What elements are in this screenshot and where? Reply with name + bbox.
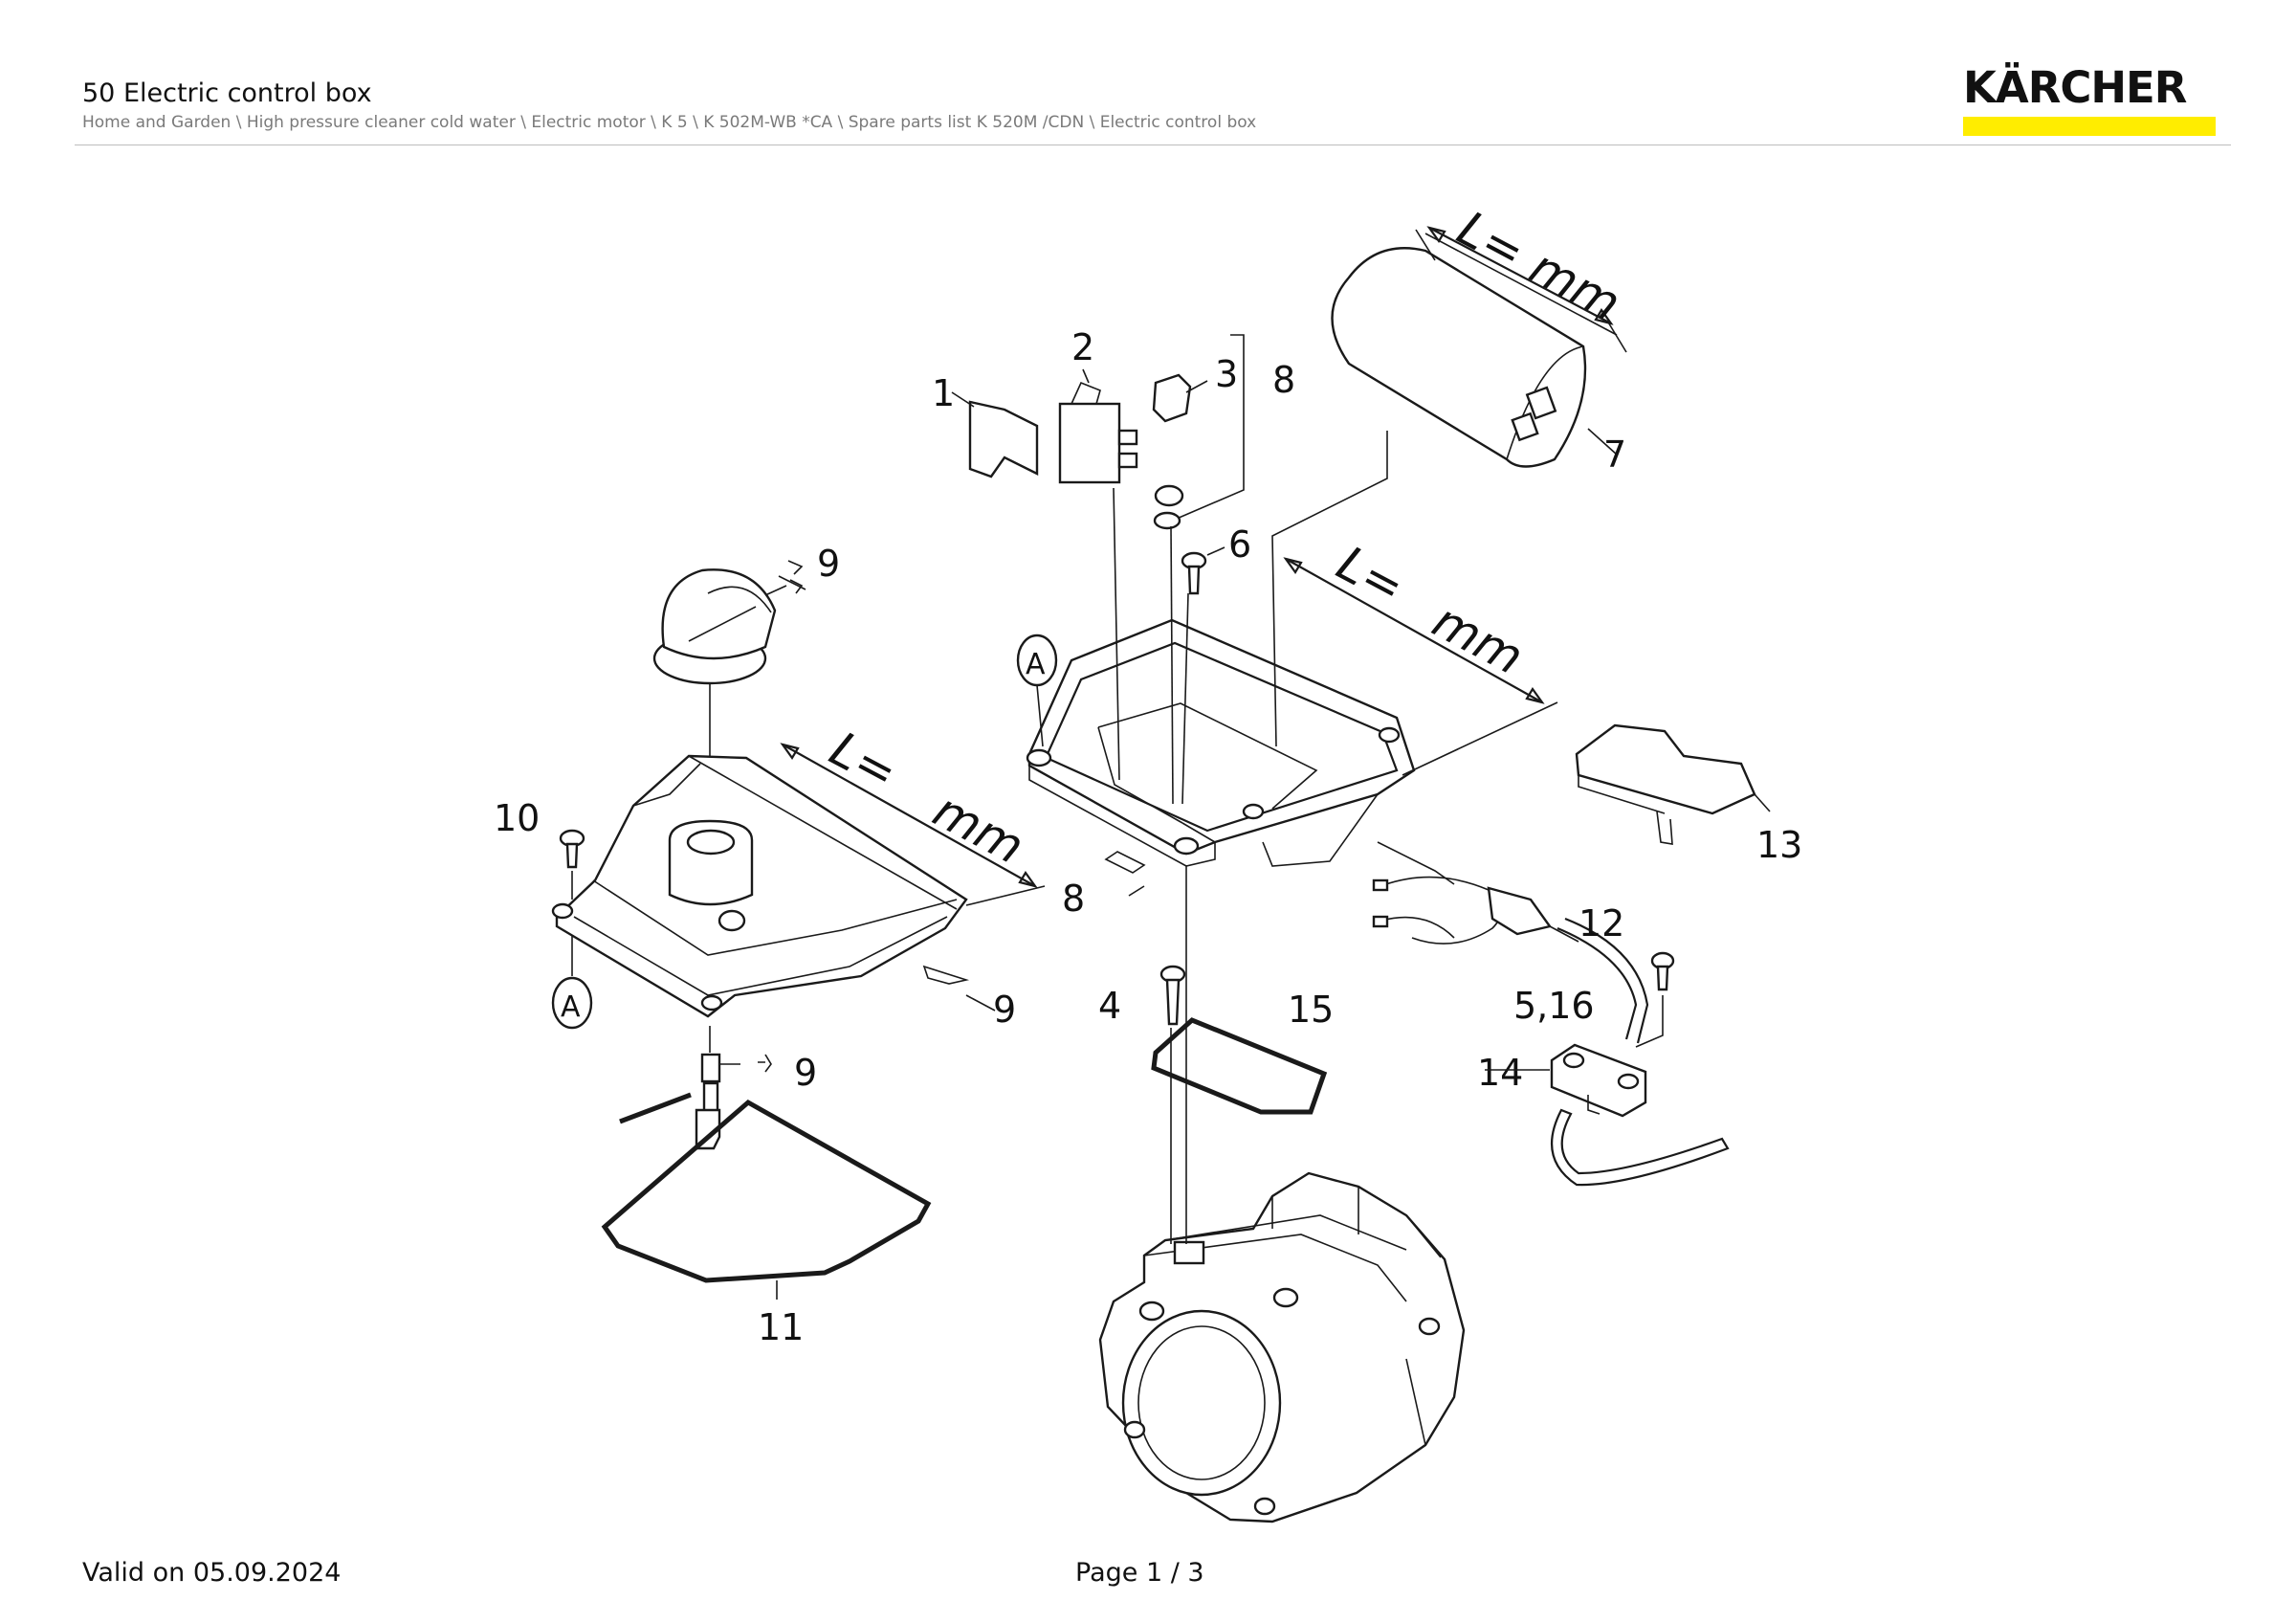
leader-line-capacitor (1271, 431, 1388, 747)
screw-part-4 (1159, 965, 1186, 1026)
svg-text:mm: mm (924, 782, 1032, 875)
karcher-logo: KÄRCHER (1963, 63, 2216, 136)
clip-part-3 (1152, 373, 1208, 423)
svg-text:mm: mm (1424, 592, 1532, 685)
leader-line-8 (1128, 885, 1145, 897)
detail-marker-a-bottom: A (551, 933, 593, 1030)
motor-housing (1098, 1171, 1466, 1523)
svg-text:L=: L= (821, 721, 906, 801)
leader-line-9 (965, 994, 996, 1012)
hose-tube (1550, 1108, 1730, 1187)
washer (1154, 484, 1184, 507)
page-number: Page 1 / 3 (1075, 1558, 1204, 1588)
screw-part-6 (1181, 546, 1225, 595)
detail-marker-a-top: A (1016, 634, 1058, 747)
switch-part-2 (1058, 368, 1138, 484)
callout-12: 12 (1578, 902, 1624, 945)
control-box-housing (1026, 618, 1416, 867)
seal-part-15 (1151, 1017, 1328, 1115)
svg-text:L=: L= (1328, 535, 1413, 615)
svg-text:A: A (561, 990, 581, 1024)
callout-13: 13 (1756, 824, 1802, 866)
screw-part-12 (1635, 951, 1675, 1048)
o-ring (1153, 511, 1181, 530)
capacitor (1331, 229, 1627, 468)
callout-4: 4 (1098, 985, 1121, 1027)
marker-9-cover (922, 965, 970, 985)
screw-part-10 (559, 829, 585, 900)
callout-9-knob: 9 (817, 543, 840, 585)
callout-14: 14 (1477, 1052, 1523, 1094)
callout-7: 7 (1603, 434, 1626, 476)
callout-1: 1 (932, 372, 955, 414)
callout-5-16: 5,16 (1513, 985, 1595, 1027)
clamp-part-14 (1550, 1043, 1647, 1118)
breadcrumb: Home and Garden \ High pressure cleaner … (82, 113, 1257, 132)
bracket-part-1 (951, 391, 1039, 478)
cover (551, 754, 968, 1018)
callout-3: 3 (1215, 353, 1238, 395)
callout-11: 11 (758, 1306, 804, 1348)
hose-part-5-16 (1556, 917, 1649, 1044)
callout-6: 6 (1228, 523, 1251, 566)
page-title: 50 Electric control box (82, 78, 372, 108)
svg-text:A: A (1026, 648, 1046, 681)
callout-10: 10 (494, 797, 540, 839)
callout-15: 15 (1288, 989, 1334, 1031)
leader-line (1170, 525, 1174, 805)
callout-2: 2 (1071, 326, 1094, 368)
plate-part-13 (1575, 723, 1771, 845)
wiring-harness (1372, 841, 1579, 945)
callout-9-cover: 9 (993, 989, 1016, 1031)
connector-part-9 (695, 1026, 772, 1150)
leader-line (1181, 592, 1189, 805)
logo-yellow-bar (1963, 117, 2216, 136)
valid-on-date: Valid on 05.09.2024 (82, 1558, 342, 1588)
marker-8-housing (1104, 851, 1146, 874)
callout-9-connector: 9 (794, 1052, 817, 1094)
callout-8-top: 8 (1272, 359, 1295, 401)
gasket-part-11 (601, 1092, 932, 1283)
bracket-line-8 (1162, 334, 1245, 525)
logo-wordmark: KÄRCHER (1963, 62, 2187, 113)
marker-9-knob (778, 560, 806, 590)
callout-8-bottom: 8 (1062, 878, 1085, 920)
knob (652, 568, 804, 842)
leader-line (1113, 487, 1120, 781)
